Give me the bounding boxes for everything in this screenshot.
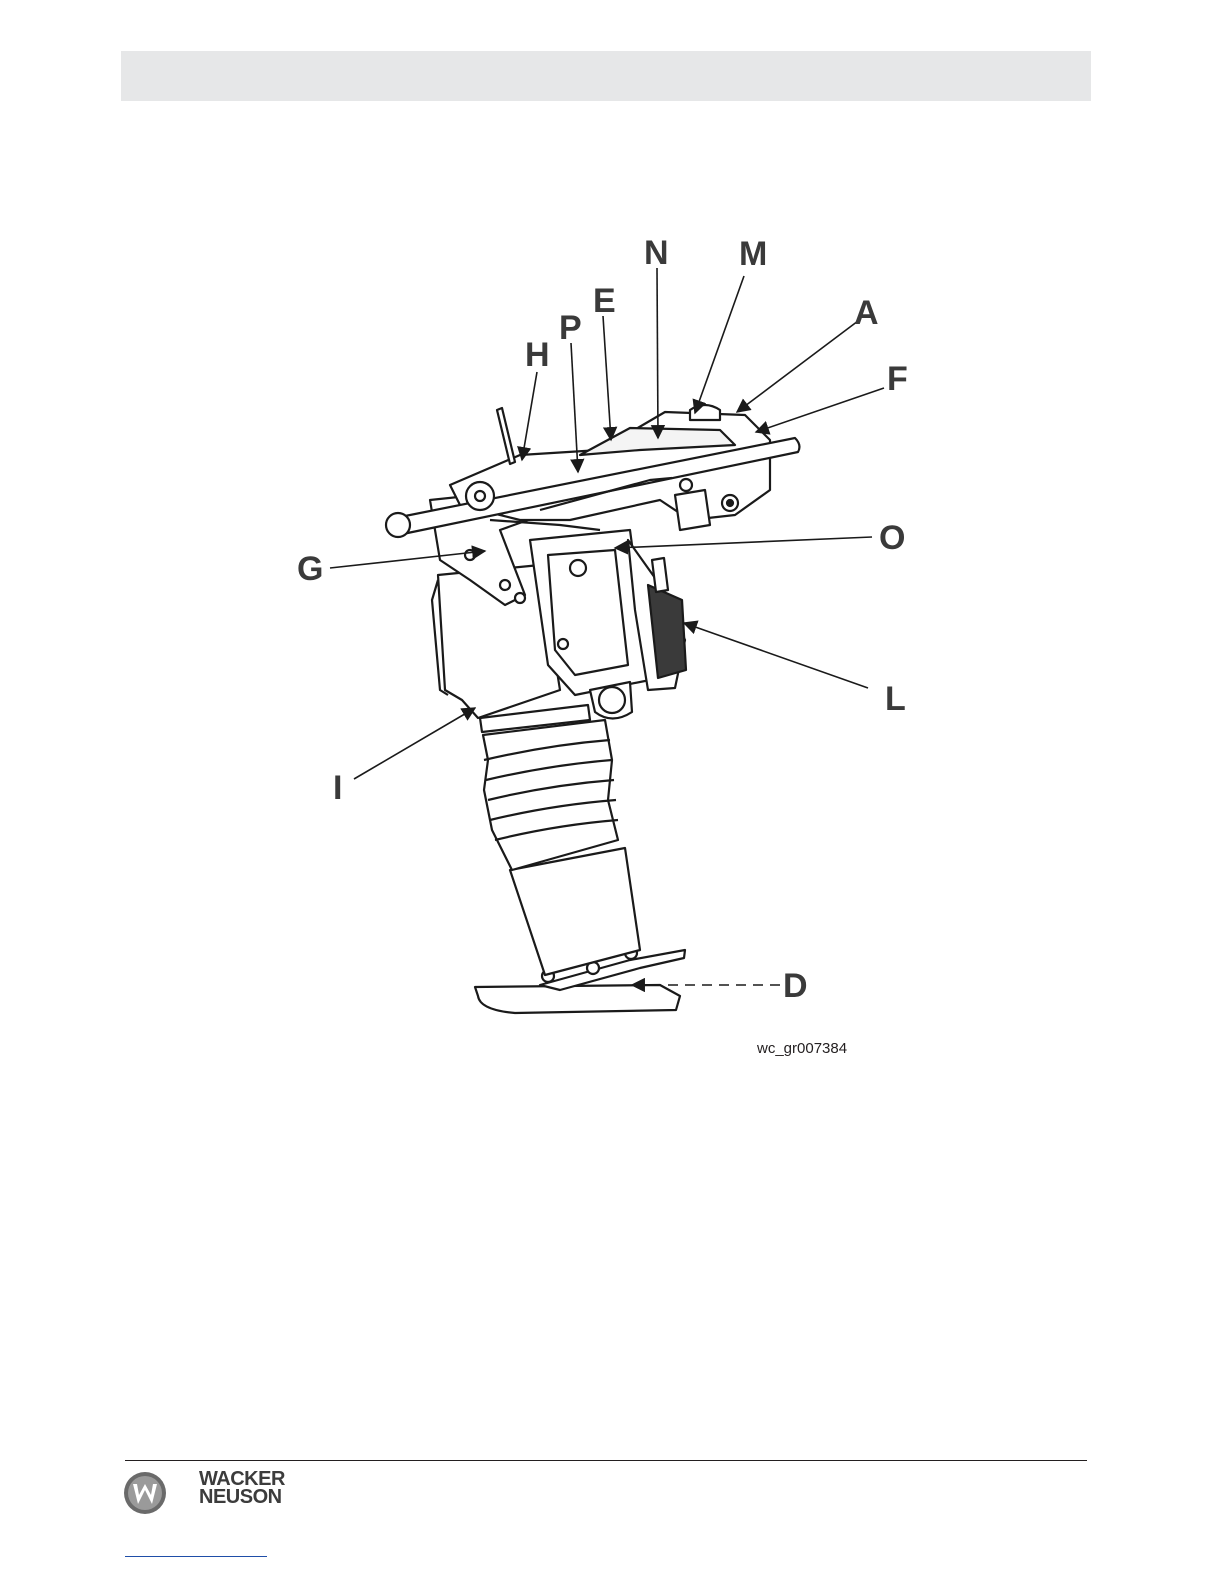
- footer-divider: [125, 1460, 1087, 1461]
- callout-m: M: [739, 235, 767, 273]
- bellows: [483, 720, 618, 870]
- callout-l: L: [885, 680, 906, 718]
- callout-n: N: [644, 234, 669, 272]
- machine-drawing: [386, 405, 799, 1013]
- callout-p: P: [559, 309, 582, 347]
- callout-f: F: [887, 360, 908, 398]
- lower-leg: [510, 848, 640, 975]
- callout-a: A: [854, 294, 879, 332]
- callout-e: E: [593, 282, 616, 320]
- callout-h: H: [525, 336, 550, 374]
- callout-g: G: [297, 550, 323, 588]
- callout-o: O: [879, 519, 905, 557]
- brand-line-2: NEUSON: [199, 1488, 285, 1506]
- callout-d: D: [783, 967, 808, 1005]
- foot-plate: [475, 985, 680, 1013]
- bottom-link-underline[interactable]: [125, 1556, 267, 1557]
- figure-caption: wc_gr007384: [757, 1040, 847, 1057]
- brand-wordmark: WACKER NEUSON: [199, 1470, 285, 1506]
- callout-i: I: [333, 769, 342, 807]
- rammer-illustration: N M E P A H F G O L I D: [0, 0, 1224, 1100]
